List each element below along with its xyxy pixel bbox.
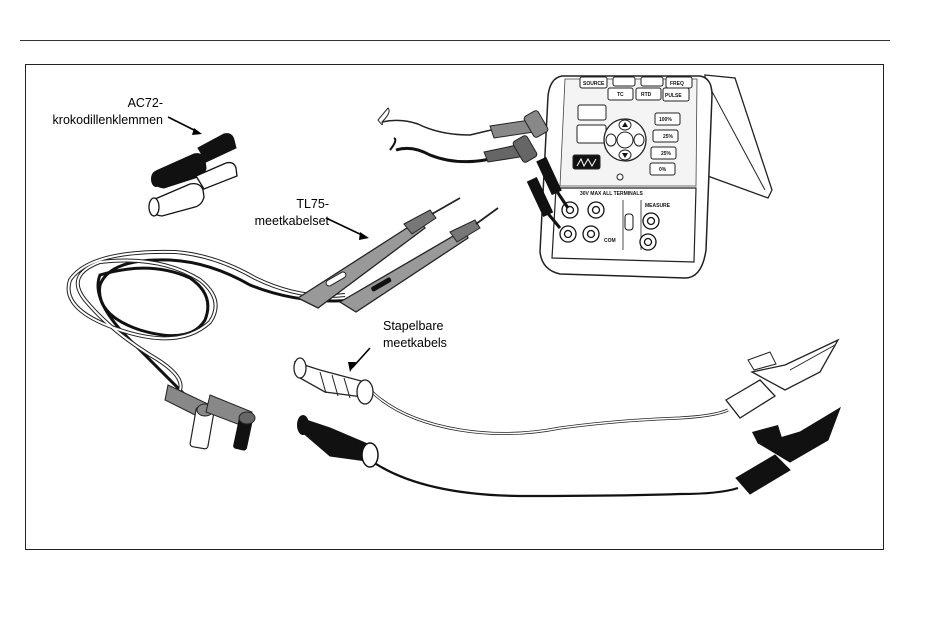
btn-source-label: SOURCE bbox=[583, 81, 605, 87]
tl75-pointer bbox=[326, 218, 364, 236]
stack-arrowhead bbox=[348, 362, 356, 372]
calibrator-device: SOURCE FREQ TC RTD PULSE 100% 25% 25% 0% bbox=[540, 75, 772, 278]
device-leads bbox=[378, 108, 568, 228]
btn-rtd-label: RTD bbox=[641, 92, 652, 98]
btn-freq-label: FREQ bbox=[670, 81, 684, 87]
btn-0-label: 0% bbox=[659, 167, 667, 173]
ac72-label-line1: AC72- bbox=[53, 95, 163, 112]
tl75-arrowhead bbox=[359, 232, 369, 240]
btn-25up-label: 25% bbox=[663, 134, 674, 140]
tl75-label-line2: meetkabelset bbox=[255, 213, 329, 230]
ac72-label-line2: krokodillenklemmen bbox=[53, 112, 163, 129]
ac72-clips-illustration bbox=[149, 134, 237, 216]
stackable-callout: Stapelbare meetkabels bbox=[383, 318, 447, 352]
stack-label-line1: Stapelbare bbox=[383, 318, 447, 335]
com-label: COM bbox=[604, 238, 616, 244]
tl75-callout: TL75- meetkabelset bbox=[255, 196, 329, 230]
stack-label-line2: meetkabels bbox=[383, 335, 447, 352]
btn-100-label: 100% bbox=[659, 117, 672, 123]
terminals-warning: 30V MAX ALL TERMINALS bbox=[580, 191, 643, 197]
tl75-label-line1: TL75- bbox=[255, 196, 329, 213]
btn-pulse-label: PULSE bbox=[665, 93, 682, 99]
ac72-callout: AC72- krokodillenklemmen bbox=[53, 95, 163, 129]
btn-25down-label: 25% bbox=[661, 151, 672, 157]
measure-label: MEASURE bbox=[645, 203, 671, 209]
stackable-leads-illustration bbox=[294, 340, 840, 496]
btn-tc-label: TC bbox=[617, 92, 624, 98]
stack-pointer bbox=[352, 348, 370, 368]
